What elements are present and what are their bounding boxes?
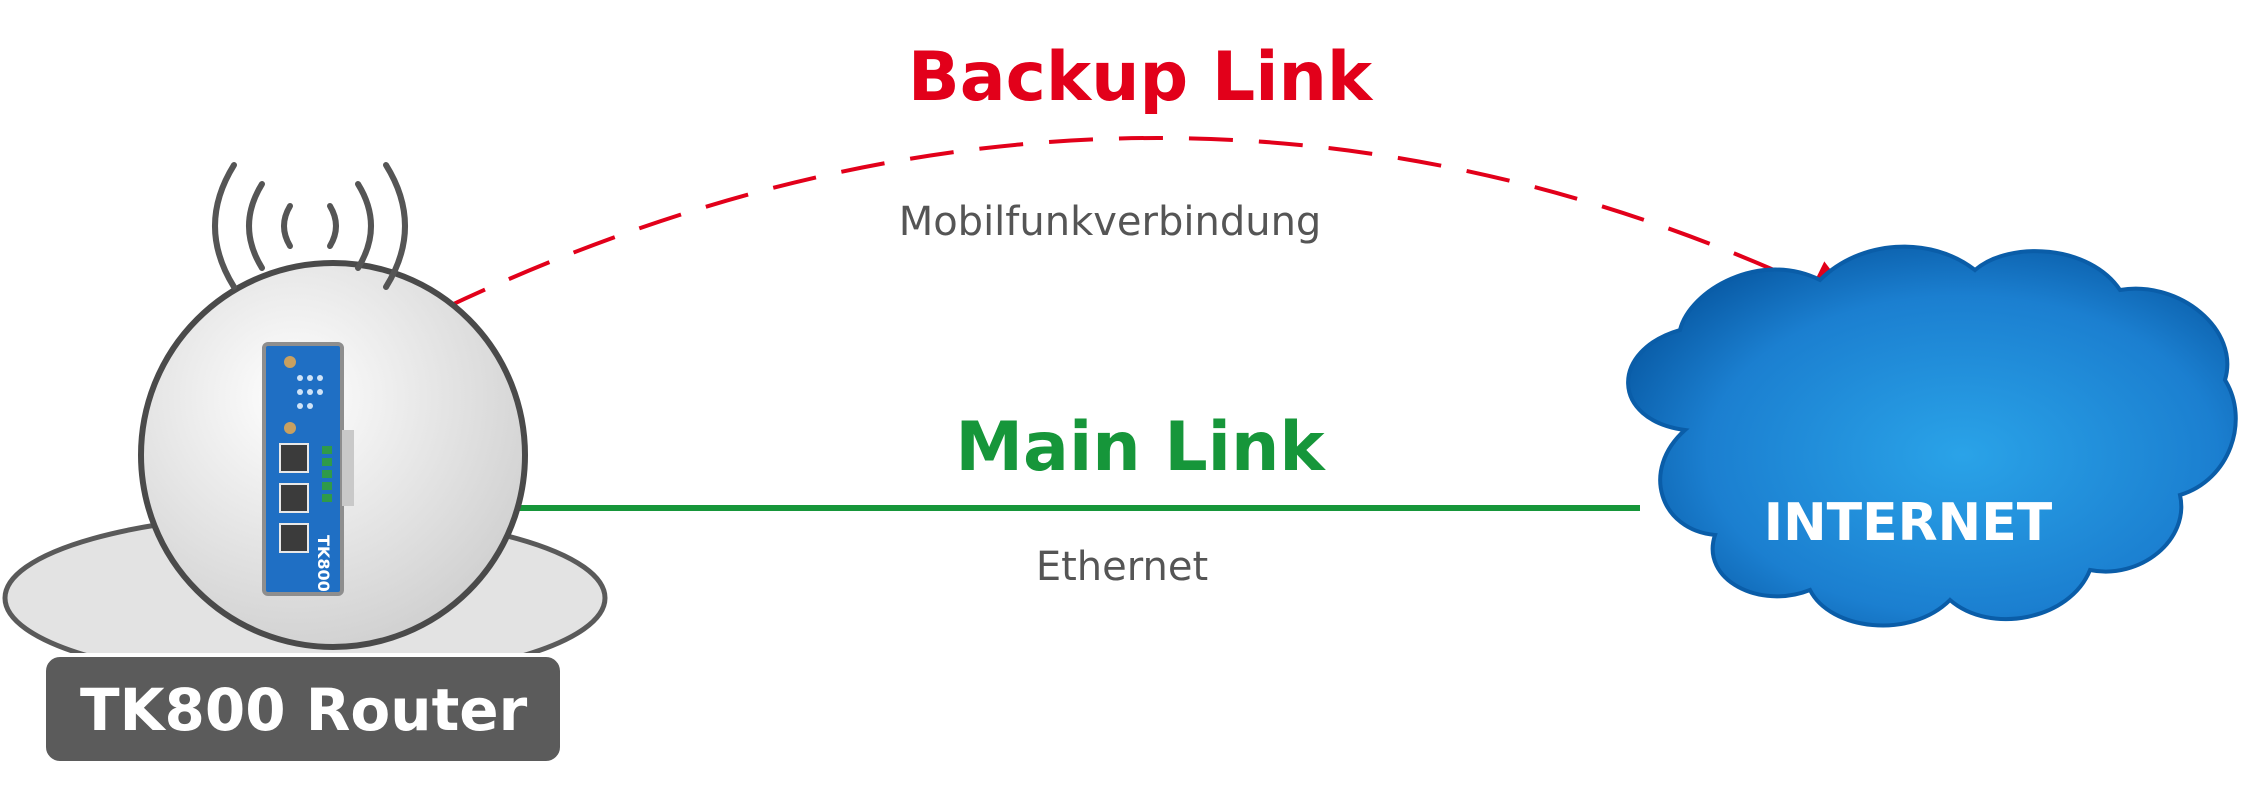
tk800-device: TK800	[262, 342, 354, 596]
backup-link-subtitle: Mobilfunkverbindung	[899, 199, 1322, 245]
backup-link-arc	[444, 136, 1863, 312]
cloud-icon	[1626, 244, 2238, 628]
router-label-box: TK800 Router	[42, 653, 564, 765]
cloud-label: INTERNET	[1764, 493, 2053, 553]
backup-link-title: Backup Link	[908, 38, 1374, 117]
wireless-signal-icon	[212, 162, 408, 290]
router-label: TK800 Router	[80, 676, 528, 744]
main-link-subtitle: Ethernet	[1036, 544, 1208, 590]
device-model-text: TK800	[314, 535, 333, 592]
main-link-title: Main Link	[955, 408, 1326, 487]
